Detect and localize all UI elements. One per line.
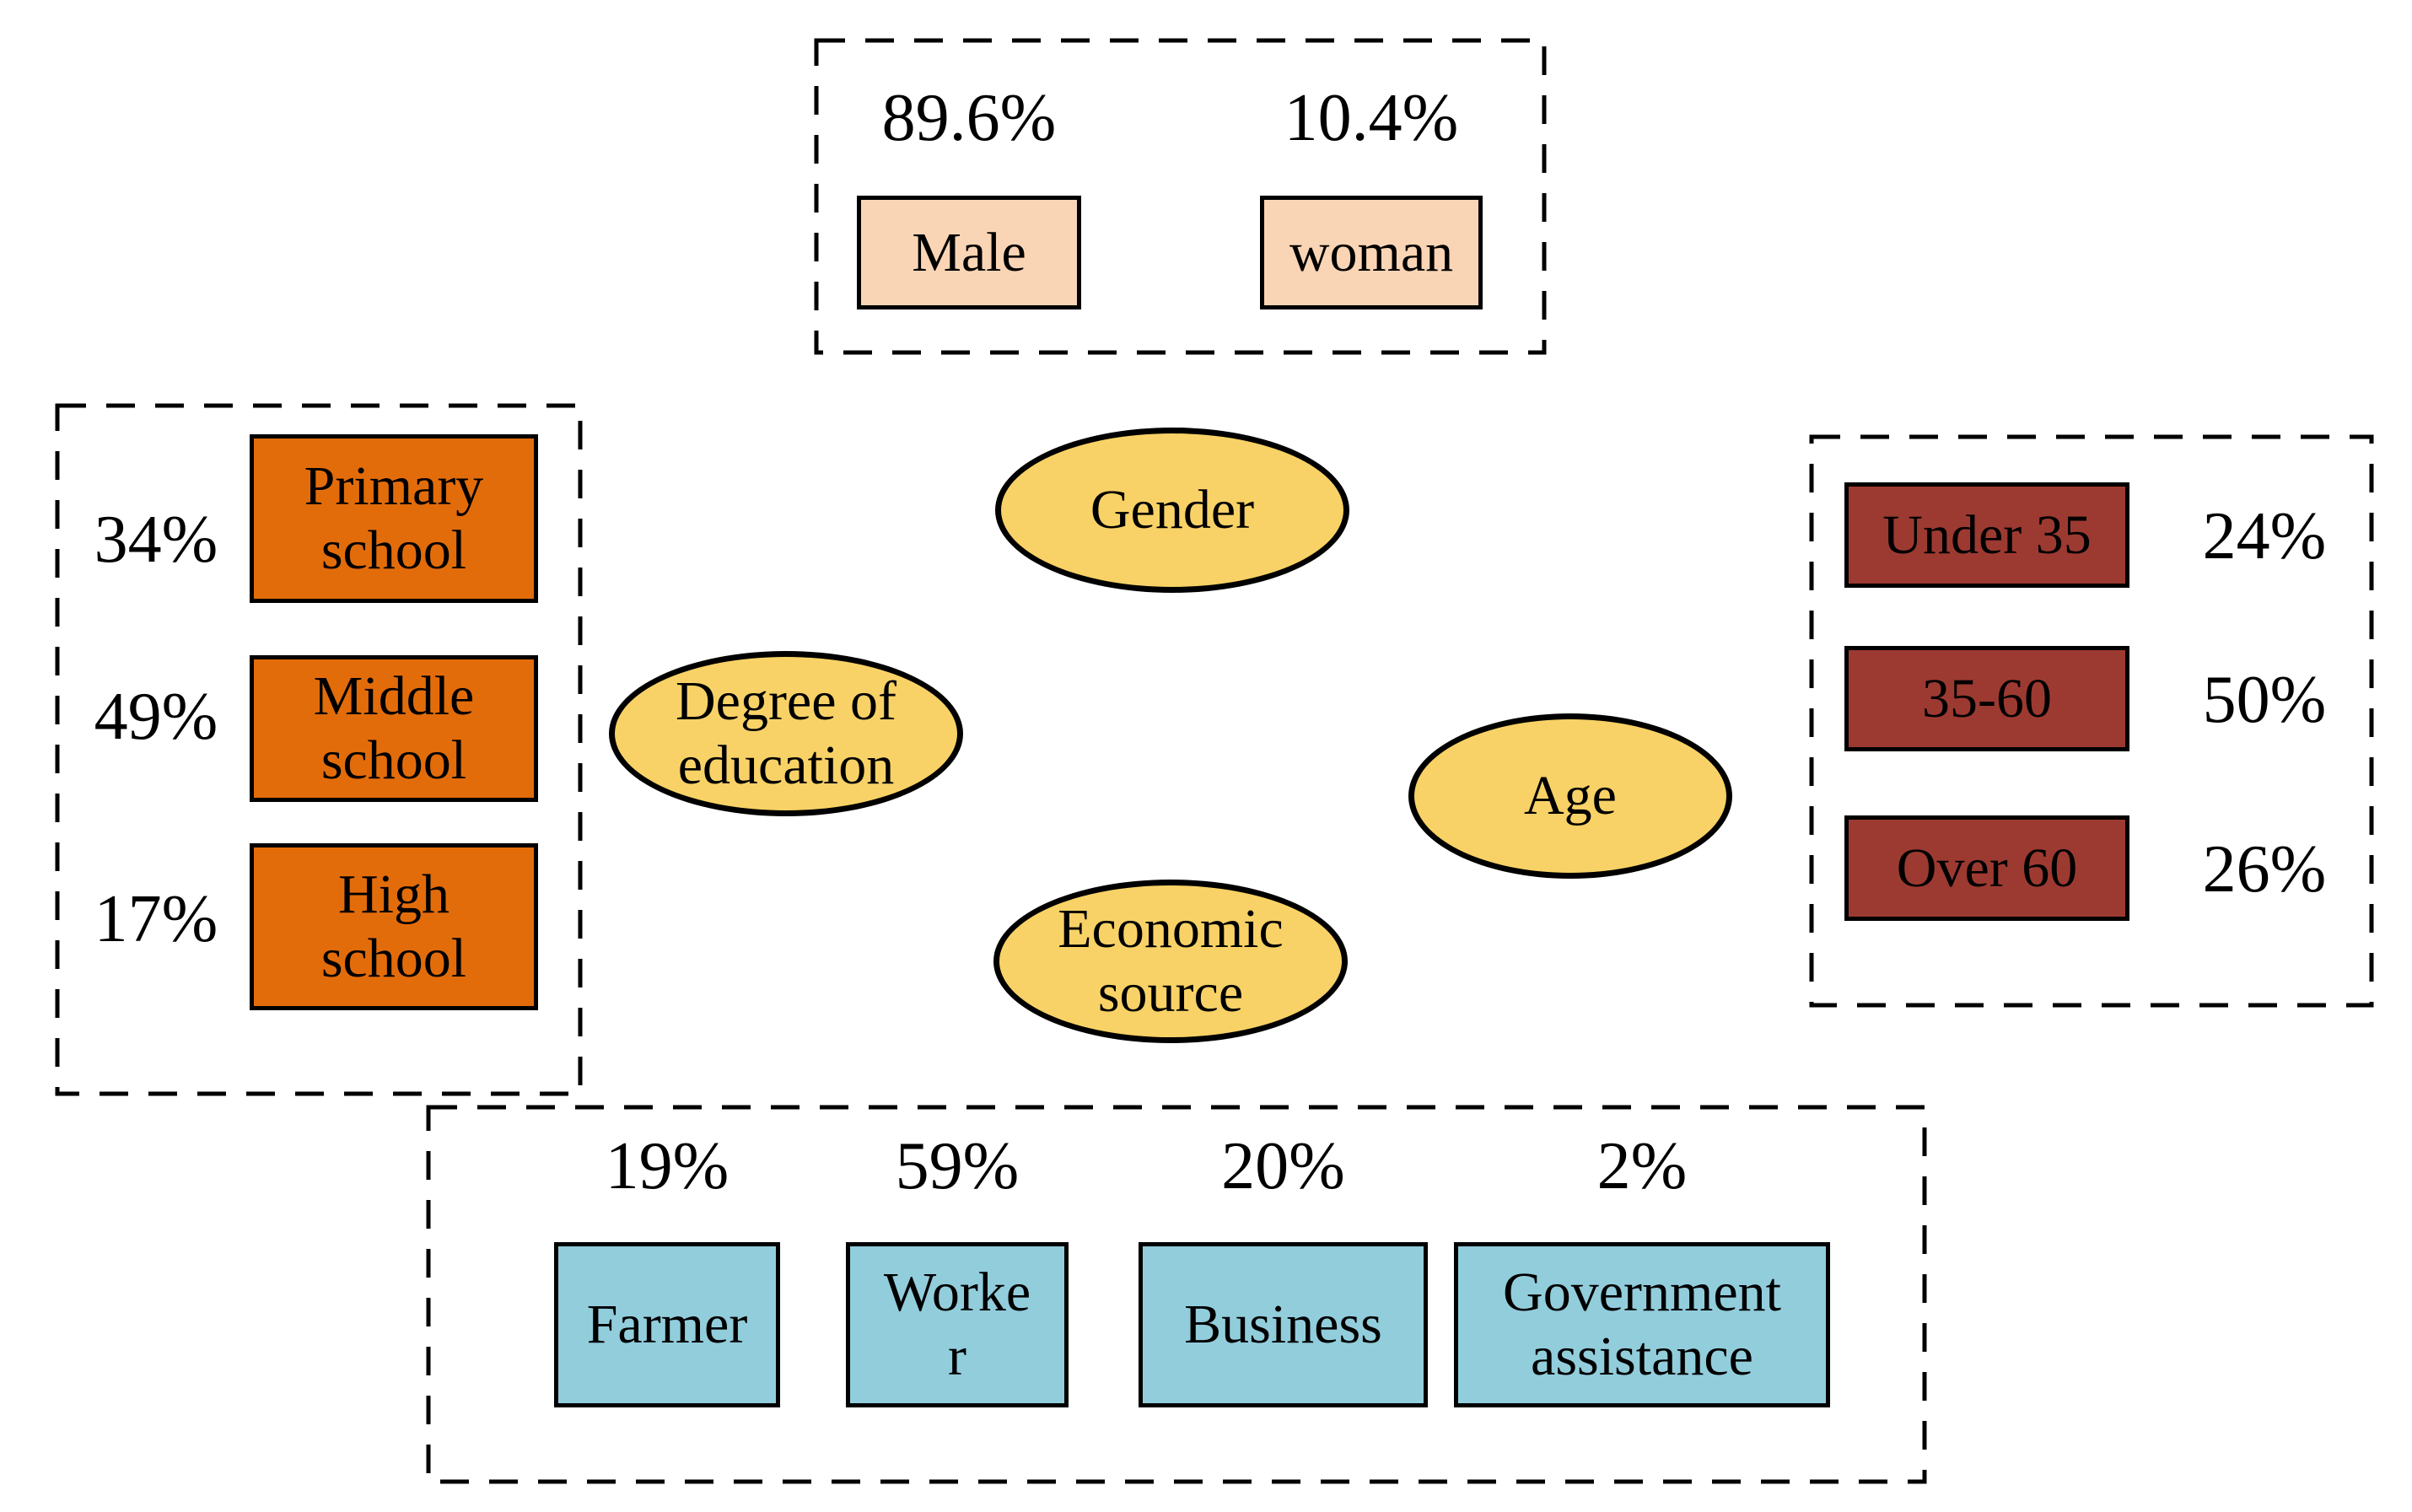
government-assistance-box: Government assistance xyxy=(1454,1242,1830,1407)
age-panel: Under 35 24% 35-60 50% Over 60 26% xyxy=(1809,434,2374,1008)
farmer-box: Farmer xyxy=(554,1242,780,1407)
government-assistance-percentage: 2% xyxy=(1596,1128,1688,1203)
high-school-box: High school xyxy=(250,843,538,1010)
economic-panel: 19% 59% 20% 2% Farmer Worke r Business G… xyxy=(426,1105,1927,1484)
primary-school-percentage: 34% xyxy=(94,503,218,577)
primary-school-box: Primary school xyxy=(250,434,538,603)
middle-school-box: Middle school xyxy=(250,655,538,802)
age-ellipse: Age xyxy=(1408,713,1732,879)
education-panel: 34% Primary school 49% Middle school 17%… xyxy=(55,403,583,1096)
worker-percentage: 59% xyxy=(895,1128,1020,1203)
male-box: Male xyxy=(857,196,1081,309)
over-60-percentage: 26% xyxy=(2202,832,2327,907)
under-35-box: Under 35 xyxy=(1844,482,2129,588)
business-percentage: 20% xyxy=(1221,1128,1345,1203)
gender-panel: 89.6% 10.4% Male woman xyxy=(814,38,1547,355)
35-60-box: 35-60 xyxy=(1844,646,2129,751)
under-35-percentage: 24% xyxy=(2202,499,2327,573)
middle-school-percentage: 49% xyxy=(94,680,218,754)
economic-source-ellipse: Economic source xyxy=(993,880,1348,1043)
35-60-percentage: 50% xyxy=(2202,663,2327,737)
male-percentage: 89.6% xyxy=(881,81,1057,155)
over-60-box: Over 60 xyxy=(1844,815,2129,921)
worker-box: Worke r xyxy=(846,1242,1069,1407)
degree-of-education-ellipse: Degree of education xyxy=(609,651,963,816)
farmer-percentage: 19% xyxy=(605,1128,730,1203)
gender-ellipse: Gender xyxy=(995,428,1349,593)
woman-percentage: 10.4% xyxy=(1284,81,1459,155)
business-box: Business xyxy=(1139,1242,1428,1407)
high-school-percentage: 17% xyxy=(94,882,218,956)
woman-box: woman xyxy=(1260,196,1483,309)
